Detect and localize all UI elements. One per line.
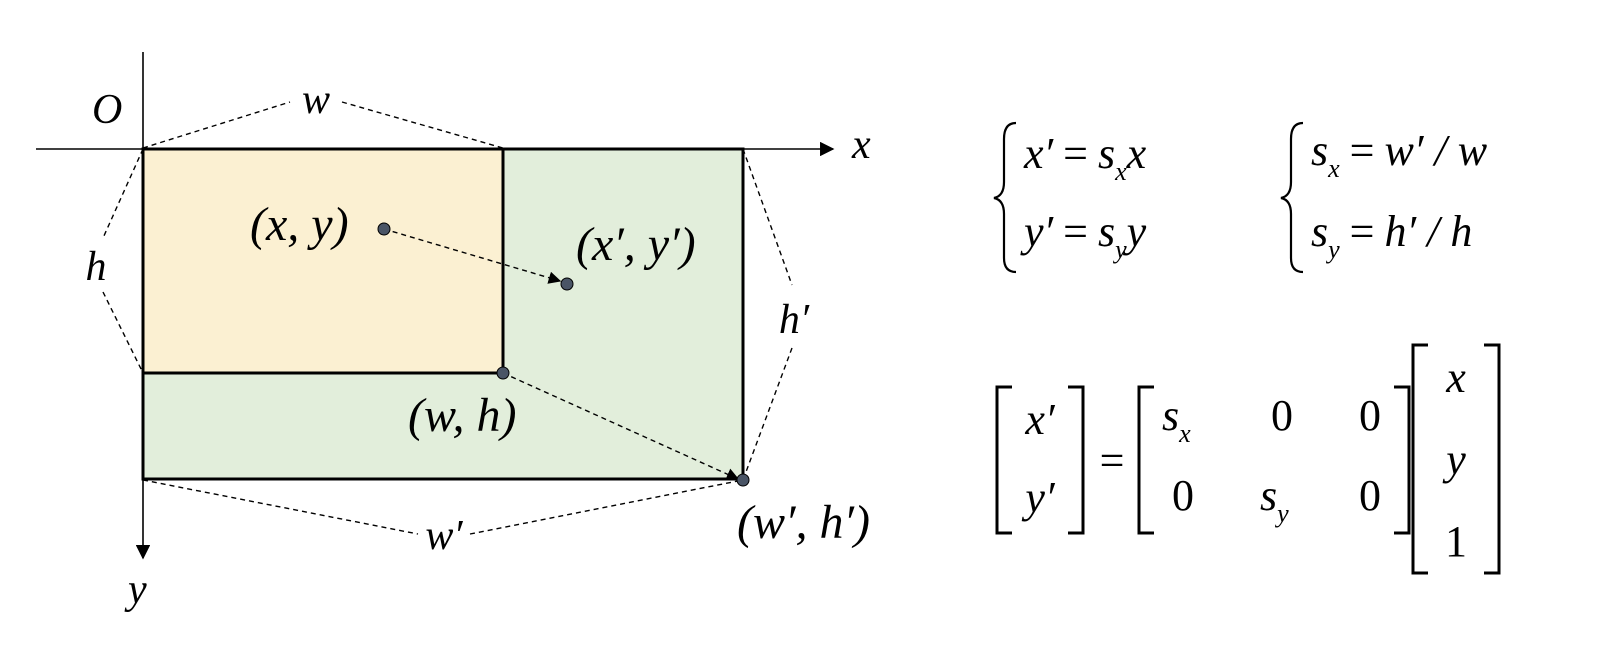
width-label: w xyxy=(302,77,330,123)
point-mapping-arrow xyxy=(383,228,562,284)
height-scaled-dimension-arc-lower xyxy=(742,347,793,481)
corner-scaled xyxy=(736,473,750,487)
x-axis-label: x xyxy=(851,122,871,168)
svg-text:y′=syy: y′=syy xyxy=(1020,207,1147,264)
height-scaled-label: h′ xyxy=(779,297,810,343)
width-scaled-label: w′ xyxy=(425,513,463,559)
width-scaled-dimension-arc-right xyxy=(469,479,744,535)
system1-line1: x′=sxx xyxy=(1023,129,1147,186)
corner-scaled-label: (w′, h′) xyxy=(737,496,870,549)
matrix-cell: sy xyxy=(1260,471,1289,528)
left-vector-entry: y′ xyxy=(1021,473,1056,522)
svg-text:sx=w′ / w: sx=w′ / w xyxy=(1311,126,1488,183)
system1-line2: y′=syy xyxy=(1020,207,1147,264)
point-xy-label: (x, y) xyxy=(250,198,349,251)
system2-line2: sy=h′ / h xyxy=(1311,207,1472,264)
left-brace-system2 xyxy=(1280,121,1304,274)
left-vector: x′ y′ xyxy=(995,385,1085,535)
height-label: h xyxy=(86,244,107,290)
matrix-cell: 0 xyxy=(1271,391,1293,440)
right-vector-entry: x xyxy=(1445,353,1466,402)
equals-sign: = xyxy=(1100,436,1125,485)
corner-original xyxy=(496,366,510,380)
svg-text:x′=sxx: x′=sxx xyxy=(1023,129,1147,186)
right-vector-entry: y xyxy=(1442,435,1466,484)
left-vector-entry: x′ xyxy=(1024,395,1056,444)
height-dimension-arc xyxy=(102,148,144,239)
left-brace-system1 xyxy=(993,121,1017,274)
scaling-matrix: sx 0 0 0 sy 0 xyxy=(1137,385,1411,535)
svg-text:sy=h′ / h: sy=h′ / h xyxy=(1311,207,1472,264)
right-vector-entry: 1 xyxy=(1445,517,1467,566)
corner-label: (w, h) xyxy=(408,389,516,442)
height-dimension-arc-lower xyxy=(102,291,144,374)
y-axis-label: y xyxy=(124,567,147,613)
width-scaled-dimension-arc xyxy=(142,479,419,535)
width-dimension-arc-right xyxy=(341,101,504,149)
origin-label: O xyxy=(92,87,122,133)
width-dimension-arc xyxy=(142,101,291,149)
point-original xyxy=(377,222,391,236)
matrix-cell: 0 xyxy=(1359,391,1381,440)
matrix-cell: 0 xyxy=(1172,471,1194,520)
matrix-cell: sx xyxy=(1162,391,1191,448)
original-rectangle xyxy=(141,147,505,375)
height-scaled-dimension-arc xyxy=(742,148,793,286)
system2-line1: sx=w′ / w xyxy=(1311,126,1488,183)
corner-mapping-arrow xyxy=(502,372,740,481)
matrix-cell: 0 xyxy=(1359,471,1381,520)
right-vector: x y 1 xyxy=(1411,343,1501,575)
point-scaled-label: (x′, y′) xyxy=(576,218,696,271)
point-scaled xyxy=(560,277,574,291)
